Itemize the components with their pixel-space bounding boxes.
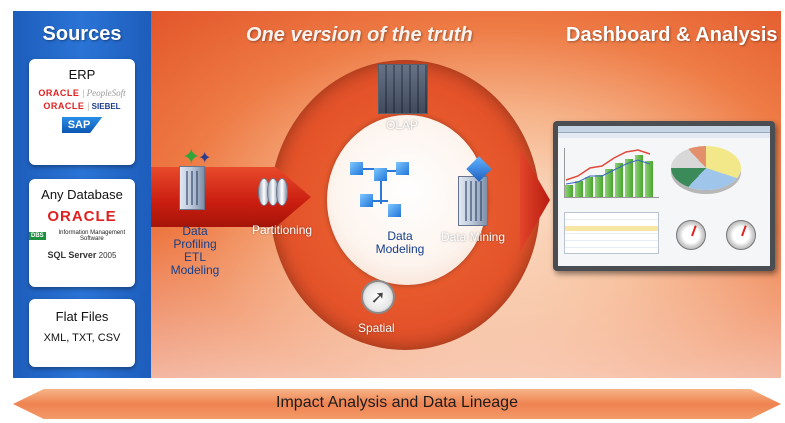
cylinders-icon	[258, 178, 288, 206]
olap-label: OLAP	[386, 118, 419, 132]
oracle-peoplesoft-logo: ORACLE | PeopleSoft	[38, 88, 126, 98]
puzzle-piece-icon: ✦	[198, 150, 212, 167]
center-title: One version of the truth	[246, 24, 473, 46]
sources-column: Sources ERP ORACLE | PeopleSoft ORACLE |…	[13, 11, 151, 378]
flat-files-formats: XML, TXT, CSV	[43, 332, 121, 344]
mini-bar-chart	[564, 148, 659, 198]
dashboard-screen	[558, 126, 770, 266]
sql-server-logo: SQL Server 2005	[47, 250, 117, 260]
sources-title: Sources	[42, 23, 122, 45]
puzzle-icon: ✦	[182, 144, 201, 169]
spatial-label: Spatial	[358, 321, 395, 335]
sap-logo: SAP	[61, 117, 103, 133]
flat-files-card: Flat Files XML, TXT, CSV	[29, 299, 135, 367]
etl-label: Data Profiling ETL Modeling	[170, 224, 220, 277]
building-icon	[179, 166, 205, 210]
data-modeling-label: Data Modeling	[375, 229, 425, 256]
oracle-logo: ORACLE	[47, 208, 117, 225]
erp-card: ERP ORACLE | PeopleSoft ORACLE | SIEBEL …	[29, 59, 135, 165]
oracle-siebel-logo: ORACLE | SIEBEL	[43, 101, 121, 111]
lineage-arrow	[13, 389, 781, 419]
dashboard-screenshot	[553, 121, 775, 271]
ibm-dbs-logo: DBS Information Management Software	[29, 230, 126, 242]
lineage-label: Impact Analysis and Data Lineage	[276, 394, 518, 411]
partitioning-label: Partitioning	[252, 223, 313, 237]
mini-trend-lines	[565, 149, 651, 185]
data-modeling-icon	[350, 162, 414, 224]
mini-pie-chart	[671, 146, 741, 190]
mini-table	[564, 212, 659, 254]
data-mining-label: Data Mining	[441, 230, 506, 244]
gauge-icon	[676, 220, 706, 250]
database-card: Any Database ORACLE DBS Information Mana…	[29, 179, 135, 287]
olap-cube-icon	[378, 64, 428, 114]
gauge-icon	[726, 220, 756, 250]
database-heading: Any Database	[41, 187, 123, 202]
erp-heading: ERP	[68, 67, 96, 82]
data-mining-building-icon	[458, 176, 488, 226]
flat-files-heading: Flat Files	[55, 309, 109, 324]
compass-icon: ➚	[361, 280, 395, 314]
dashboard-title: Dashboard & Analysis	[566, 24, 778, 46]
